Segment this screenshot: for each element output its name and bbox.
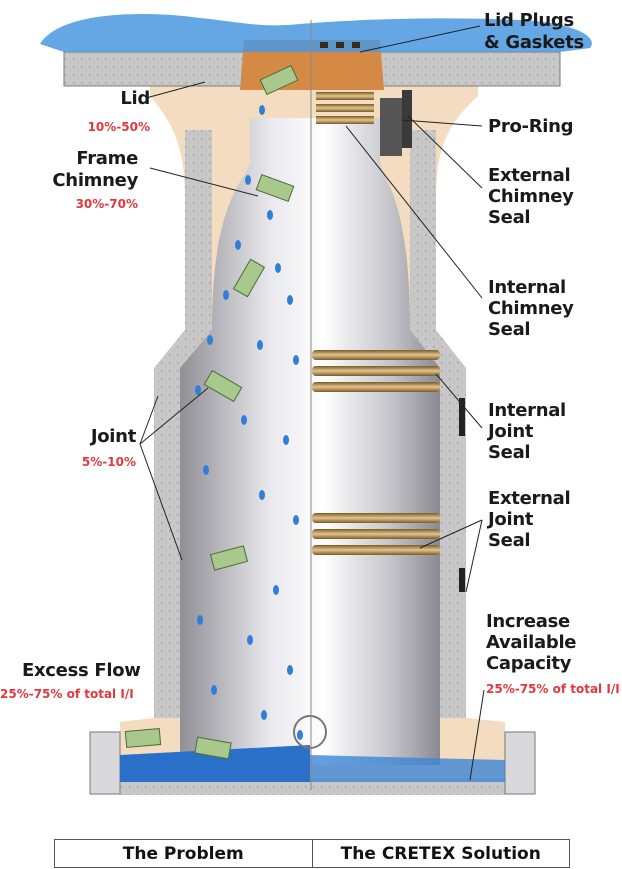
label-excess-flow: Excess Flow [22, 660, 141, 681]
label-joint-pct: 5%-10% [81, 455, 136, 469]
label-lid-plugs-line1: Lid Plugs [484, 10, 574, 31]
label-ext-chimney-line3: Seal [488, 207, 531, 228]
label-int-chimney-line1: Internal [488, 277, 566, 298]
label-ext-joint-line3: Seal [488, 530, 531, 551]
external-joint-seal [312, 513, 440, 555]
label-capacity-line3: Capacity [486, 653, 572, 674]
label-lid: Lid [120, 88, 150, 109]
label-capacity-line1: Increase [486, 611, 570, 632]
pipe-opening [293, 715, 327, 749]
label-ext-chimney-line2: Chimney [488, 186, 574, 207]
outlet-pipe [504, 731, 536, 795]
pro-ring [380, 98, 402, 156]
label-frame-chimney-pct: 30%-70% [75, 197, 138, 211]
footer-problem: The Problem [55, 840, 313, 867]
label-capacity-pct: 25%-75% of total I/I [486, 682, 620, 696]
money-bills [124, 64, 299, 760]
label-frame-chimney-line1: Frame [76, 148, 138, 169]
chimney-wall [185, 130, 436, 330]
label-lid-plugs-line2: & Gaskets [484, 32, 584, 53]
cone-wall-right [410, 330, 466, 368]
cone-wall-left [154, 330, 212, 368]
label-capacity-line2: Available [486, 632, 577, 653]
label-int-joint-line3: Seal [488, 442, 531, 463]
bench-water [120, 745, 310, 782]
leader-lines [139, 25, 485, 781]
inlet-pipe [89, 731, 121, 795]
label-joint: Joint [90, 426, 136, 447]
label-ext-joint-line2: Joint [488, 509, 534, 530]
external-chimney-seal [402, 90, 412, 148]
label-int-joint-line2: Joint [488, 421, 534, 442]
lid-water [40, 14, 592, 52]
internal-joint-seal [312, 350, 440, 392]
label-frame-chimney-line2: Chimney [52, 170, 138, 191]
external-joint-wrap-lower [459, 568, 465, 592]
footer-solution: The CRETEX Solution [340, 843, 541, 864]
label-int-chimney-line3: Seal [488, 319, 531, 340]
label-lid-pct: 10%-50% [87, 120, 150, 134]
internal-chimney-seal [316, 92, 374, 124]
label-int-chimney-line2: Chimney [488, 298, 574, 319]
base-slab [120, 778, 505, 795]
label-ext-chimney-line1: External [488, 165, 571, 186]
label-int-joint-line1: Internal [488, 400, 566, 421]
footer-caption: The Problem The CRETEX Solution [54, 839, 570, 868]
external-joint-wrap-upper [459, 398, 465, 436]
channel-water [310, 755, 505, 782]
lid-plugs [320, 42, 360, 48]
label-excess-flow-pct: 25%-75% of total I/I [0, 687, 134, 701]
label-pro-ring: Pro-Ring [488, 116, 574, 137]
label-ext-joint-line1: External [488, 488, 571, 509]
